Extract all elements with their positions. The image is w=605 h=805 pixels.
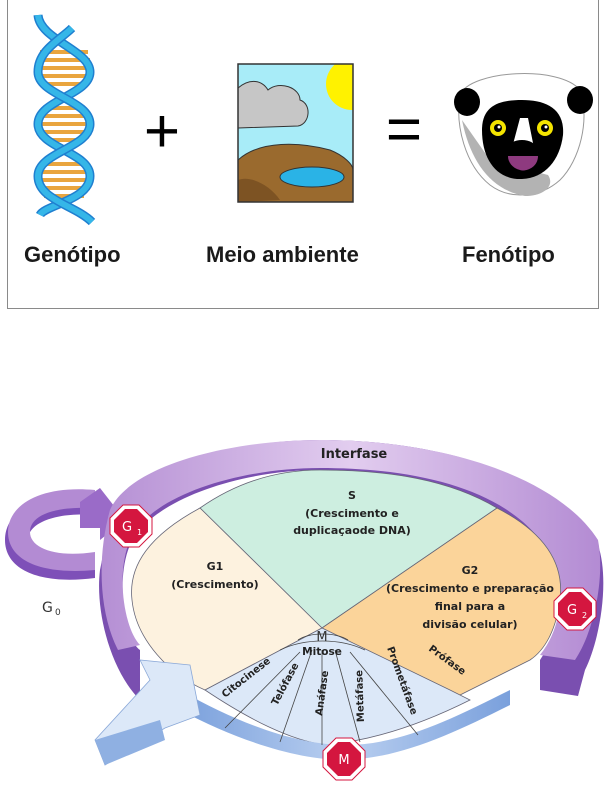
stage-metafase: Metáfase bbox=[353, 670, 367, 723]
m-label: M bbox=[316, 630, 327, 645]
svg-text:2: 2 bbox=[582, 611, 587, 620]
g2-phase-desc-3: divisão celular) bbox=[422, 618, 517, 631]
mitosis-label: Mitose bbox=[302, 646, 342, 658]
g2-phase-desc-2: final para a bbox=[435, 600, 505, 613]
s-phase-title: S bbox=[348, 489, 356, 502]
svg-text:G: G bbox=[567, 603, 577, 618]
s-phase-desc-1: (Crescimento e bbox=[305, 507, 399, 520]
interphase-label: Interfase bbox=[321, 447, 388, 462]
svg-text:G: G bbox=[122, 520, 132, 535]
s-phase-desc-2: duplicaçaode DNA) bbox=[293, 524, 411, 537]
g1-phase-desc: (Crescimento) bbox=[171, 578, 258, 591]
svg-text:M: M bbox=[338, 753, 349, 768]
svg-text:G: G bbox=[42, 600, 53, 616]
g2-phase-title: G2 bbox=[462, 564, 479, 577]
svg-text:0: 0 bbox=[55, 608, 61, 618]
g1-phase-title: G1 bbox=[207, 560, 224, 573]
g2-phase-desc-1: (Crescimento e preparação bbox=[386, 582, 554, 595]
g2-checkpoint-icon: G 2 bbox=[554, 588, 596, 630]
svg-text:1: 1 bbox=[137, 528, 142, 537]
g0-label: G 0 bbox=[42, 600, 61, 618]
g1-checkpoint-icon: G 1 bbox=[110, 505, 152, 547]
m-checkpoint-icon: M bbox=[323, 738, 365, 780]
